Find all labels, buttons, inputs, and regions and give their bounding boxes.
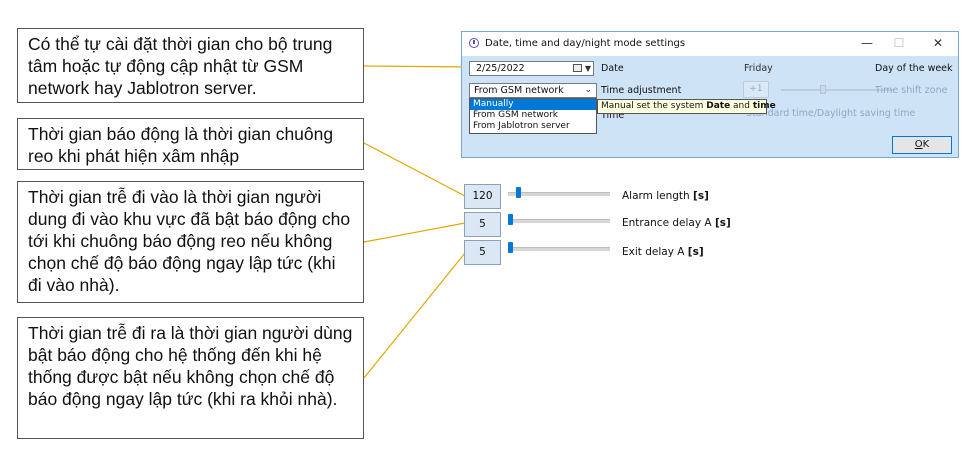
time-shift-track[interactable] [781,89,893,91]
time-adjustment-label: Time adjustment [601,85,682,96]
dialog-title: Date, time and day/night mode settings [485,38,686,49]
calendar-icon[interactable] [573,64,582,72]
alarm-length-thumb[interactable] [515,187,521,198]
exit-delay-track[interactable] [508,247,610,251]
weekday-label: Day of the week [875,63,953,74]
alarm-length-text: Alarm length [622,190,694,202]
tooltip: Manual set the system Date and time [597,99,776,114]
exit-delay-thumb[interactable] [508,242,513,253]
entrance-delay-text: Entrance delay A [622,217,715,229]
chevron-down-icon[interactable]: ⌄ [584,85,592,95]
minimize-button[interactable]: — [861,36,873,50]
exit-delay-label: Exit delay A [s] [622,246,704,258]
note-alarm-length: Thời gian báo động là thời gian chuông r… [17,118,364,170]
entrance-delay-input[interactable]: 5 [464,212,501,237]
date-label: Date [601,63,624,74]
entrance-delay-label: Entrance delay A [s] [622,217,731,229]
exit-delay-unit: [s] [687,246,704,258]
plus-one-button[interactable]: +1 [743,81,769,98]
tooltip-date: Date [706,101,731,111]
leader-line-1 [363,65,471,68]
exit-delay-input[interactable]: 5 [464,240,501,265]
date-picker[interactable]: 2/25/2022 ▼ [469,61,594,76]
exit-delay-text: Exit delay A [622,246,688,258]
title-bar: Date, time and day/night mode settings —… [462,32,958,56]
time-source-value: From GSM network [474,85,564,96]
tooltip-prefix: Manual set the system [601,101,707,111]
ok-button[interactable]: OK [892,136,952,154]
date-value: 2/25/2022 [476,63,525,74]
time-shift-label: Time shift zone [875,85,948,96]
tooltip-mid: and [730,101,753,111]
time-label: Time [601,110,625,121]
alarm-length-unit: [s] [693,190,709,202]
entrance-delay-track[interactable] [508,219,610,223]
dst-label: Standard time/Daylight saving time [746,108,916,119]
option-gsm-network[interactable]: From GSM network [473,110,559,120]
option-manually[interactable]: Manually [470,99,596,110]
ok-accelerator: O [914,139,923,150]
time-shift-thumb[interactable] [820,85,826,94]
alarm-length-input[interactable]: 120 [464,184,501,209]
settings-dialog: Date, time and day/night mode settings —… [461,31,959,158]
note-entrance-delay: Thời gian trễ đi vào là thời gian người … [17,181,364,303]
chevron-down-icon[interactable]: ▼ [584,64,591,73]
leader-line-4 [363,252,466,379]
note-exit-delay: Thời gian trễ đi ra là thời gian người d… [17,317,364,439]
time-source-select[interactable]: From GSM network ⌄ [469,83,597,98]
ok-label-rest: K [922,139,930,150]
option-jablotron-server[interactable]: From Jablotron server [473,121,570,131]
time-source-dropdown: Manually From GSM network From Jablotron… [469,98,597,134]
entrance-delay-unit: [s] [714,217,731,229]
maximize-button[interactable]: ☐ [893,36,905,50]
note-time-source: Có thể tự cài đặt thời gian cho bộ trung… [17,28,364,103]
clock-icon [469,38,479,48]
alarm-length-label: Alarm length [s] [622,190,709,202]
entrance-delay-thumb[interactable] [508,214,513,225]
leader-line-3 [363,222,466,243]
leader-line-2 [363,142,466,197]
close-button[interactable]: ✕ [932,36,944,50]
tooltip-time: time [752,101,776,111]
alarm-length-track[interactable] [508,192,610,196]
weekday-value: Friday [744,63,773,74]
